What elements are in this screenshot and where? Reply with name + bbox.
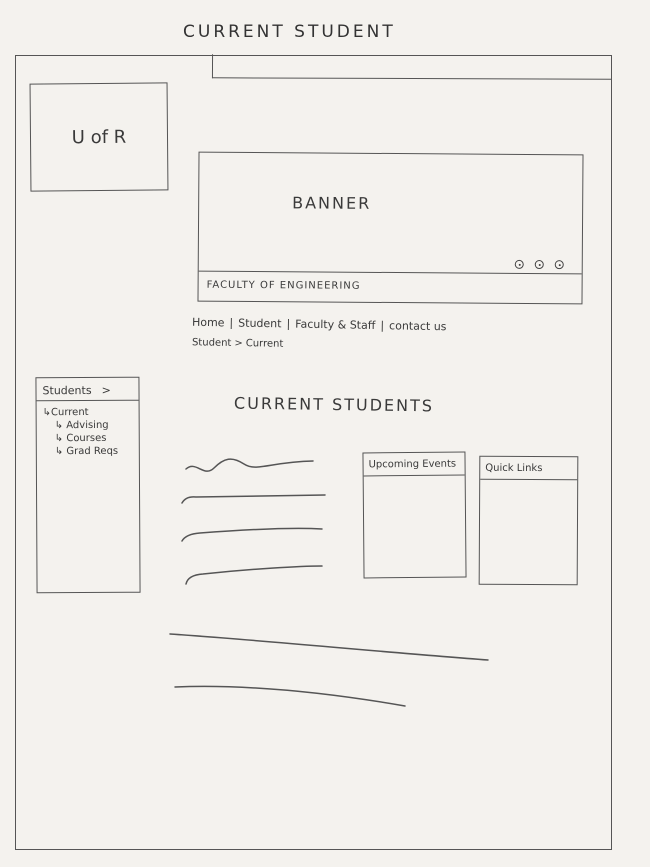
page-title: CURRENT STUDENT (183, 22, 396, 42)
text-line (185, 565, 323, 585)
upcoming-events-title: Upcoming Events (363, 452, 465, 477)
quick-links-title: Quick Links (480, 456, 578, 481)
text-line-squiggle (185, 458, 314, 472)
page-frame (15, 55, 612, 850)
text-line (174, 685, 406, 707)
quick-links-panel: Quick Links (478, 455, 579, 586)
text-line (169, 633, 489, 661)
upcoming-events-panel: Upcoming Events (362, 451, 467, 579)
text-line (181, 494, 326, 504)
text-line (181, 527, 323, 542)
